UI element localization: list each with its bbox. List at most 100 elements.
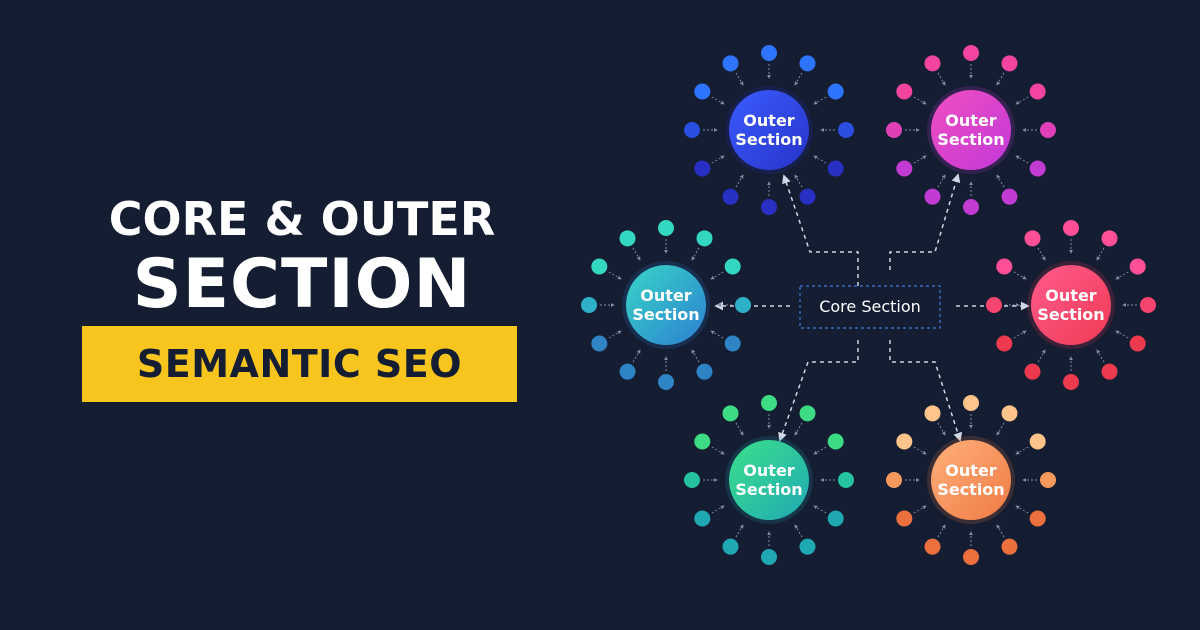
satellite-node [694, 160, 711, 177]
satellite-node [761, 45, 777, 61]
satellite-arrow [632, 349, 641, 363]
satellite-arrow [813, 155, 827, 164]
satellite-node [799, 188, 816, 205]
satellite-node [896, 160, 913, 177]
hub-label-line-2: Section [937, 130, 1004, 149]
satellite-node [1001, 188, 1018, 205]
satellite-node [696, 230, 713, 247]
satellite-node [1129, 258, 1146, 275]
hub-label-line-1: Outer [945, 111, 996, 130]
satellite-node [761, 395, 777, 411]
satellite-arrow [913, 505, 927, 514]
satellite-node [963, 549, 979, 565]
satellite-node [581, 297, 597, 313]
hub-circle [626, 265, 706, 345]
satellite-node [1029, 433, 1046, 450]
satellite-node [722, 405, 739, 422]
satellite-arrow [711, 155, 725, 164]
satellite-arrow [813, 505, 827, 514]
hub-circle [1031, 265, 1111, 345]
satellite-node [799, 405, 816, 422]
satellite-node [1063, 374, 1079, 390]
satellite-node [996, 258, 1013, 275]
satellite-arrow [937, 422, 946, 436]
satellite-node [924, 405, 941, 422]
headline-line-2: SECTION [132, 245, 472, 324]
satellite-arrow [632, 247, 641, 261]
satellite-node [963, 395, 979, 411]
satellite-node [1101, 230, 1118, 247]
hub-circle [931, 90, 1011, 170]
satellite-arrow [913, 155, 927, 164]
satellite-node [1029, 160, 1046, 177]
core-section-node: Core Section [799, 285, 941, 329]
satellite-node [694, 433, 711, 450]
satellite-node [896, 83, 913, 100]
connector-bottom-right [889, 340, 963, 442]
satellite-node [1001, 405, 1018, 422]
satellite-arrow [1037, 247, 1046, 261]
satellite-node [722, 55, 739, 72]
satellite-node [724, 258, 741, 275]
satellite-arrow [711, 446, 725, 455]
satellite-node [761, 549, 777, 565]
satellite-arrow [735, 72, 744, 86]
satellite-node [724, 335, 741, 352]
satellite-node [619, 230, 636, 247]
satellite-arrow [1015, 96, 1029, 105]
satellite-arrow [710, 271, 724, 280]
hub-label-line-2: Section [632, 305, 699, 324]
satellite-node [886, 122, 902, 138]
satellite-node [684, 122, 700, 138]
satellite-arrow [794, 72, 803, 86]
connector-top-left [782, 174, 859, 286]
satellite-node [924, 538, 941, 555]
hub-circle [931, 440, 1011, 520]
satellite-node [996, 335, 1013, 352]
satellite-arrow [996, 422, 1005, 436]
satellite-node [924, 188, 941, 205]
hub-label-line-1: Outer [743, 461, 794, 480]
satellite-arrow [1096, 247, 1105, 261]
satellite-node [694, 510, 711, 527]
outer-section-hubs: OuterSectionOuterSectionOuterSectionOute… [581, 45, 1156, 565]
satellite-node [896, 510, 913, 527]
satellite-node [1001, 55, 1018, 72]
satellite-node [827, 510, 844, 527]
satellite-arrow [735, 524, 744, 538]
satellite-arrow [691, 349, 700, 363]
satellite-node [827, 83, 844, 100]
satellite-node [619, 363, 636, 380]
satellite-arrow [794, 524, 803, 538]
satellite-arrow [937, 174, 946, 188]
satellite-arrow [937, 72, 946, 86]
satellite-arrow [1115, 271, 1129, 280]
satellite-arrow [913, 96, 927, 105]
satellite-arrow [691, 247, 700, 261]
satellite-arrow [1037, 349, 1046, 363]
satellite-arrow [996, 72, 1005, 86]
satellite-node [1024, 230, 1041, 247]
satellite-arrow [813, 446, 827, 455]
satellite-node [761, 199, 777, 215]
satellite-node [1029, 83, 1046, 100]
satellite-arrow [794, 422, 803, 436]
satellite-arrow [1015, 505, 1029, 514]
satellite-node [1040, 122, 1056, 138]
satellite-node [1063, 220, 1079, 236]
satellite-node [1001, 538, 1018, 555]
hub-label-line-2: Section [937, 480, 1004, 499]
satellite-node [722, 538, 739, 555]
satellite-node [735, 297, 751, 313]
satellite-node [886, 472, 902, 488]
satellite-arrow [711, 505, 725, 514]
satellite-arrow [735, 174, 744, 188]
hub-circle [729, 90, 809, 170]
satellite-node [591, 335, 608, 352]
satellite-node [799, 55, 816, 72]
